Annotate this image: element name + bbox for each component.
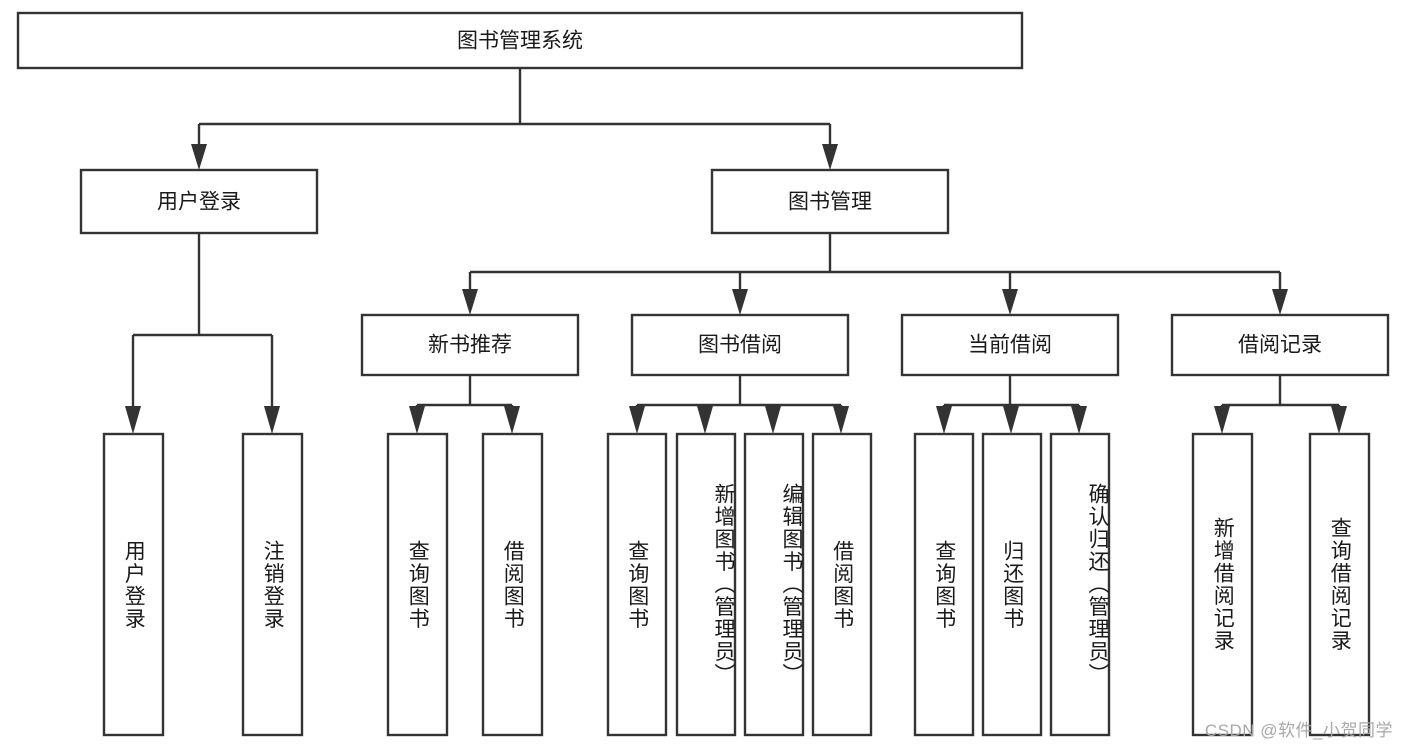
leaf-user-logout-box[interactable] [241, 432, 304, 737]
node-book-borrow-label: 图书借阅 [698, 334, 782, 357]
arrowhead-leaf-confirm-return [1071, 406, 1087, 434]
node-user-login-box[interactable] [79, 168, 319, 235]
arrowhead-book-management [822, 144, 838, 170]
node-user-login[interactable]: 用户登录 [79, 168, 319, 235]
leaf-query-book-2-box[interactable] [606, 432, 668, 737]
leaf-box-layer [102, 432, 1371, 737]
node-current-borrow-box[interactable] [900, 313, 1120, 377]
node-current-borrow[interactable]: 当前借阅 [900, 313, 1120, 377]
node-user-login-label: 用户登录 [157, 191, 241, 214]
arrowhead-leaf-query-record [1331, 406, 1347, 434]
arrowhead-current-borrow [1002, 289, 1018, 315]
node-new-book-recommend-box[interactable] [360, 313, 580, 377]
leaf-return-book-box[interactable] [981, 432, 1043, 737]
arrowhead-borrow-record [1272, 289, 1288, 315]
node-new-book-recommend-label: 新书推荐 [428, 334, 512, 357]
arrowhead-leaf-return-book [1003, 406, 1019, 434]
node-current-borrow-label: 当前借阅 [968, 334, 1052, 357]
node-book-management-label: 图书管理 [788, 191, 872, 214]
node-borrow-record-label: 借阅记录 [1238, 334, 1322, 357]
node-root[interactable]: 图书管理系统 [16, 11, 1024, 70]
leaf-query-record-box[interactable] [1308, 432, 1371, 737]
leaf-query-book-3-box[interactable] [913, 432, 975, 737]
node-book-management[interactable]: 图书管理 [710, 168, 950, 235]
arrowhead-book-borrow [732, 289, 748, 315]
leaf-edit-book-box[interactable] [743, 432, 805, 737]
node-root-box[interactable] [16, 11, 1024, 70]
arrowhead-new-book-recommend [462, 289, 478, 315]
node-new-book-recommend[interactable]: 新书推荐 [360, 313, 580, 377]
node-book-management-box[interactable] [710, 168, 950, 235]
arrowhead-leaf-borrow-book-2 [833, 406, 849, 434]
arrowhead-leaf-add-book [697, 406, 713, 434]
node-root-label: 图书管理系统 [457, 30, 583, 53]
arrowhead-leaf-query-book-1 [409, 406, 425, 434]
csdn-watermark: CSDN @软件_小贺同学 [1204, 721, 1393, 740]
node-book-borrow-box[interactable] [630, 313, 850, 377]
leaf-user-login-box[interactable] [102, 432, 165, 737]
arrowhead-leaf-borrow-book-1 [504, 406, 520, 434]
leaf-borrow-book-1-box[interactable] [481, 432, 544, 737]
leaf-add-book-box[interactable] [675, 432, 737, 737]
node-borrow-record[interactable]: 借阅记录 [1170, 313, 1390, 377]
leaf-confirm-return-box[interactable] [1049, 432, 1111, 737]
arrowhead-leaf-query-book-2 [629, 406, 645, 434]
arrowhead-leaf-add-record [1214, 406, 1230, 434]
node-borrow-record-box[interactable] [1170, 313, 1390, 377]
leaf-add-record-box[interactable] [1191, 432, 1254, 737]
arrowhead-user-login [191, 144, 207, 170]
leaf-borrow-book-2-box[interactable] [811, 432, 873, 737]
arrowhead-leaf-query-book-3 [936, 406, 952, 434]
connector-layer [125, 68, 1347, 434]
arrowhead-leaf-edit-book [765, 406, 781, 434]
node-book-borrow[interactable]: 图书借阅 [630, 313, 850, 377]
arrowhead-leaf-user-logout [264, 406, 280, 434]
arrowhead-leaf-user-login [125, 406, 141, 434]
leaf-query-book-1-box[interactable] [386, 432, 449, 737]
